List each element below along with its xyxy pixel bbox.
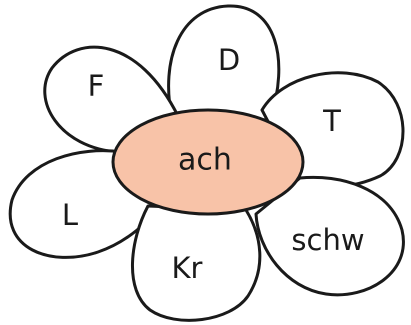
petal-top bbox=[167, 4, 281, 122]
petal-label-top: D bbox=[218, 43, 240, 77]
petal-bottom bbox=[131, 204, 262, 322]
petal-label-lower-right: schw bbox=[291, 223, 364, 257]
flower-center bbox=[111, 108, 305, 216]
petal-lower-right bbox=[254, 175, 405, 297]
petal-label-upper-left: F bbox=[88, 69, 105, 103]
center-label: ach bbox=[178, 143, 232, 178]
petal-label-left: L bbox=[62, 198, 78, 232]
petal-label-bottom: Kr bbox=[172, 251, 203, 285]
petal-label-upper-right: T bbox=[322, 104, 341, 138]
